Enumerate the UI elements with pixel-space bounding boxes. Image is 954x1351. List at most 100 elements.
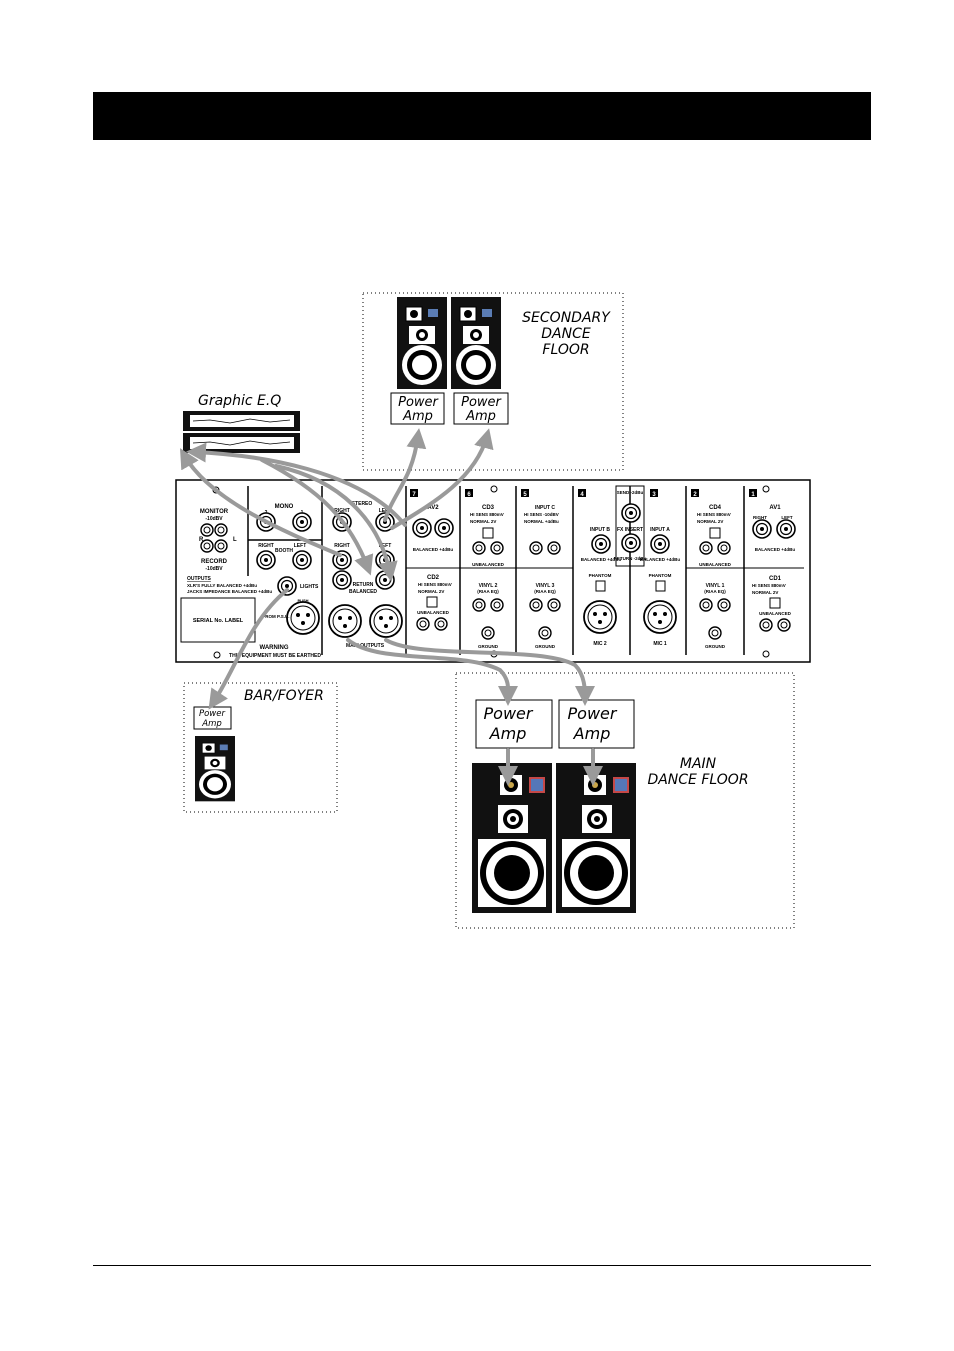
svg-text:NORMAL 2V: NORMAL 2V — [470, 519, 496, 524]
main-speaker-right — [556, 763, 636, 913]
svg-text:4: 4 — [580, 492, 584, 498]
main-zone-border — [455, 672, 795, 929]
svg-text:RIGHT: RIGHT — [258, 543, 274, 549]
svg-text:CD3: CD3 — [482, 505, 495, 511]
svg-text:PUSH: PUSH — [297, 598, 308, 603]
svg-text:MIC 2: MIC 2 — [593, 641, 607, 647]
svg-text:3: 3 — [652, 492, 656, 498]
main-label-2: DANCE FLOOR — [647, 772, 748, 788]
svg-text:LEFT: LEFT — [379, 543, 392, 549]
svg-text:NORMAL 2V: NORMAL 2V — [418, 589, 444, 594]
secondary-speaker-right — [450, 296, 502, 390]
svg-text:HI SENS -10dBV: HI SENS -10dBV — [524, 512, 559, 517]
svg-text:Amp: Amp — [573, 724, 611, 743]
svg-text:Power: Power — [199, 709, 226, 719]
secondary-label-1: SECONDARY — [522, 310, 611, 326]
svg-text:LIGHTS: LIGHTS — [300, 584, 319, 590]
arrow-to-secondary-amp-right — [390, 428, 494, 530]
svg-text:PHANTOM: PHANTOM — [649, 573, 672, 578]
svg-text:-10dBV: -10dBV — [205, 566, 223, 572]
svg-text:VINYL 1: VINYL 1 — [706, 583, 725, 589]
svg-text:LEFT: LEFT — [379, 508, 392, 514]
svg-text:RIGHT: RIGHT — [334, 508, 350, 514]
svg-text:RIGHT: RIGHT — [334, 543, 350, 549]
svg-text:INPUT C: INPUT C — [535, 505, 555, 511]
svg-text:CD2: CD2 — [427, 575, 440, 581]
svg-text:R: R — [199, 537, 204, 543]
svg-text:MONO: MONO — [275, 504, 294, 510]
svg-text:INPUT B: INPUT B — [590, 527, 610, 533]
secondary-label-3: FLOOR — [542, 342, 589, 358]
svg-text:CD1: CD1 — [769, 576, 782, 582]
svg-text:(RIAA EQ): (RIAA EQ) — [704, 589, 726, 594]
svg-text:5: 5 — [523, 492, 527, 498]
svg-text:LEFT: LEFT — [294, 543, 307, 549]
svg-text:GROUND: GROUND — [705, 644, 726, 649]
svg-text:L: L — [233, 537, 237, 543]
arrow-eq-to-return-2 — [274, 464, 398, 582]
main-amp-right: Power Amp — [558, 699, 635, 749]
svg-text:XLR'S FULLY BALANCED +4dBu: XLR'S FULLY BALANCED +4dBu — [187, 583, 257, 588]
svg-text:BALANCED +4dBu: BALANCED +4dBu — [581, 557, 622, 562]
svg-text:BALANCED: BALANCED — [349, 589, 377, 595]
arrow-to-main-amp-right — [384, 638, 595, 706]
main-amp-left: Power Amp — [475, 699, 553, 749]
svg-text:CD4: CD4 — [709, 505, 722, 511]
svg-text:-10dBV: -10dBV — [205, 516, 223, 522]
svg-text:VINYL 3: VINYL 3 — [536, 583, 555, 589]
svg-text:PHANTOM: PHANTOM — [589, 573, 612, 578]
main-label-1: MAIN — [680, 756, 717, 772]
svg-text:(RIAA EQ): (RIAA EQ) — [534, 589, 556, 594]
svg-text:GROUND: GROUND — [478, 644, 499, 649]
secondary-label-2: DANCE — [541, 326, 591, 342]
svg-text:HI SENS 880mV: HI SENS 880mV — [697, 512, 731, 517]
svg-text:1: 1 — [751, 492, 755, 498]
svg-text:FROM P.S.U.: FROM P.S.U. — [263, 614, 290, 619]
svg-text:Amp: Amp — [201, 719, 222, 729]
arrow-to-secondary-amp-left — [383, 428, 427, 522]
svg-text:UNBALANCED: UNBALANCED — [699, 562, 731, 567]
svg-text:NORMAL 2V: NORMAL 2V — [697, 519, 723, 524]
svg-text:Power: Power — [484, 704, 534, 723]
signal-arrows — [179, 428, 603, 786]
footer-rule — [93, 1265, 871, 1266]
svg-text:NORMAL 2V: NORMAL 2V — [752, 590, 778, 595]
arrow-to-bar-amp — [208, 588, 289, 710]
secondary-speaker-left — [396, 296, 448, 390]
svg-text:UNBALANCED: UNBALANCED — [759, 611, 791, 616]
bar-speaker — [194, 735, 236, 802]
svg-text:GROUND: GROUND — [535, 644, 556, 649]
secondary-amp-left: Power Amp — [390, 392, 445, 425]
arrow-to-eq-2 — [186, 442, 407, 527]
svg-text:HI SENS 880mV: HI SENS 880mV — [470, 512, 504, 517]
svg-text:WARNING: WARNING — [260, 645, 289, 651]
bar-zone-border — [183, 682, 338, 813]
svg-text:Power: Power — [568, 704, 618, 723]
svg-text:SEND -2dBu: SEND -2dBu — [617, 490, 644, 495]
bar-amp: Power Amp — [193, 706, 232, 730]
svg-text:RECORD: RECORD — [201, 559, 228, 565]
svg-text:UNBALANCED: UNBALANCED — [472, 562, 504, 567]
arrow-to-eq-1 — [179, 448, 342, 557]
arrow-to-main-amp-left — [346, 638, 519, 706]
svg-text:RETURN: RETURN — [353, 582, 374, 588]
svg-text:6: 6 — [467, 492, 471, 498]
svg-text:NORMAL +4dBu: NORMAL +4dBu — [524, 519, 559, 524]
secondary-amp-right: Power Amp — [453, 392, 509, 425]
svg-text:BALANCED +4dBu: BALANCED +4dBu — [413, 547, 454, 552]
svg-text:STEREO: STEREO — [352, 501, 373, 507]
svg-text:AV2: AV2 — [427, 505, 439, 511]
main-speaker-left — [472, 763, 552, 913]
svg-text:AV1: AV1 — [769, 505, 781, 511]
svg-text:BALANCED +4dBu: BALANCED +4dBu — [640, 557, 681, 562]
svg-text:Power: Power — [461, 395, 502, 410]
svg-text:RETURN -2dBu: RETURN -2dBu — [614, 556, 647, 561]
svg-text:Amp: Amp — [402, 409, 433, 424]
svg-text:HI SENS 880mV: HI SENS 880mV — [418, 582, 452, 587]
eq-label: Graphic E.Q — [198, 393, 281, 409]
svg-text:RIGHT: RIGHT — [753, 515, 767, 520]
svg-text:BALANCED +4dBu: BALANCED +4dBu — [755, 547, 796, 552]
svg-text:7: 7 — [412, 492, 416, 498]
serial-label: SERIAL No. LABEL — [193, 618, 244, 624]
